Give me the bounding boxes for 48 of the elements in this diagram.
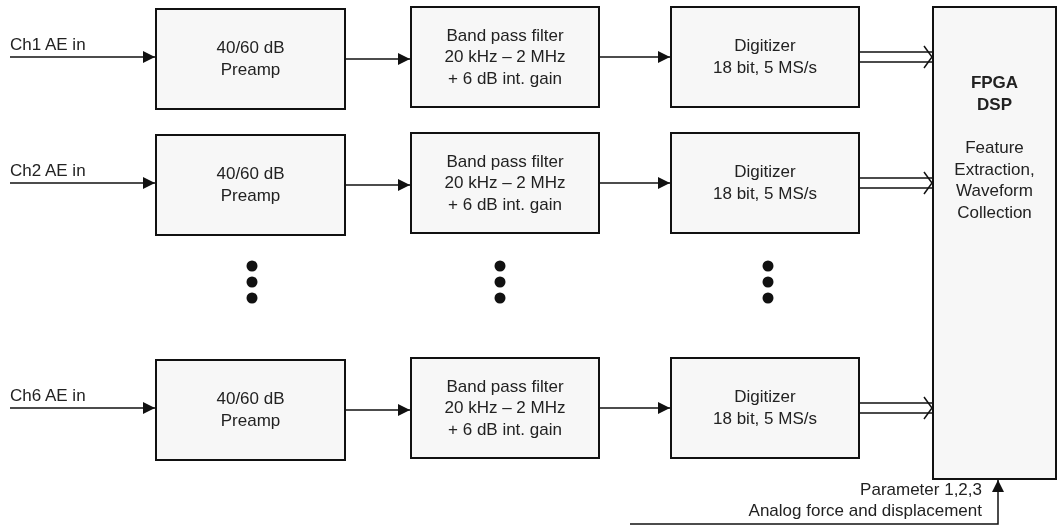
input-label: Ch2 AE in — [10, 160, 86, 181]
box-text: 20 kHz – 2 MHz — [444, 397, 566, 419]
box-text: 18 bit, 5 MS/s — [713, 408, 817, 430]
box-text: 18 bit, 5 MS/s — [713, 57, 817, 79]
box-text: 20 kHz – 2 MHz — [444, 172, 566, 194]
process-box — [410, 357, 600, 459]
arrow — [9, 51, 156, 63]
arrow — [345, 53, 411, 65]
box-text: 18 bit, 5 MS/s — [713, 183, 817, 205]
input-label: Ch1 AE in — [10, 34, 86, 55]
box-text: + 6 dB int. gain — [448, 418, 562, 441]
arrow — [9, 402, 156, 414]
box-text: Digitizer — [734, 35, 796, 57]
box-text: Feature Extraction, Waveform Collection — [953, 137, 1036, 224]
box-text: + 6 dB int. gain — [448, 67, 562, 90]
double-line-arrow — [859, 396, 933, 420]
box-text: Band pass filter — [446, 150, 564, 173]
box-text: Digitizer — [734, 161, 796, 183]
box-text: 20 kHz – 2 MHz — [444, 46, 566, 68]
arrow — [599, 402, 671, 414]
process-box — [410, 6, 600, 108]
box-text: Band pass filter — [446, 375, 564, 398]
process-box — [670, 132, 860, 234]
arrow — [599, 51, 671, 63]
arrow — [981, 479, 1004, 525]
box-text: + 6 dB int. gain — [448, 193, 562, 216]
double-line-arrow — [859, 45, 933, 69]
box-text: 40/60 dB Preamp — [215, 388, 286, 432]
process-box — [670, 357, 860, 459]
arrow — [345, 404, 411, 416]
input-label: Parameter 1,2,3 — [860, 480, 982, 501]
process-box — [932, 6, 1057, 480]
process-box — [155, 8, 346, 110]
input-label: Analog force and displacement — [748, 500, 982, 521]
double-line-arrow — [859, 171, 933, 195]
process-box — [670, 6, 860, 108]
box-heading: FPGA DSP — [969, 72, 1020, 116]
arrow — [9, 177, 156, 189]
arrow — [345, 179, 411, 191]
box-text: Band pass filter — [446, 24, 564, 47]
box-text: 40/60 dB Preamp — [215, 37, 286, 81]
process-box — [155, 359, 346, 461]
process-box — [155, 134, 346, 236]
box-text: 40/60 dB Preamp — [215, 163, 286, 207]
input-label: Ch6 AE in — [10, 385, 86, 406]
process-box — [410, 132, 600, 234]
arrow — [599, 177, 671, 189]
box-text: Digitizer — [734, 386, 796, 408]
